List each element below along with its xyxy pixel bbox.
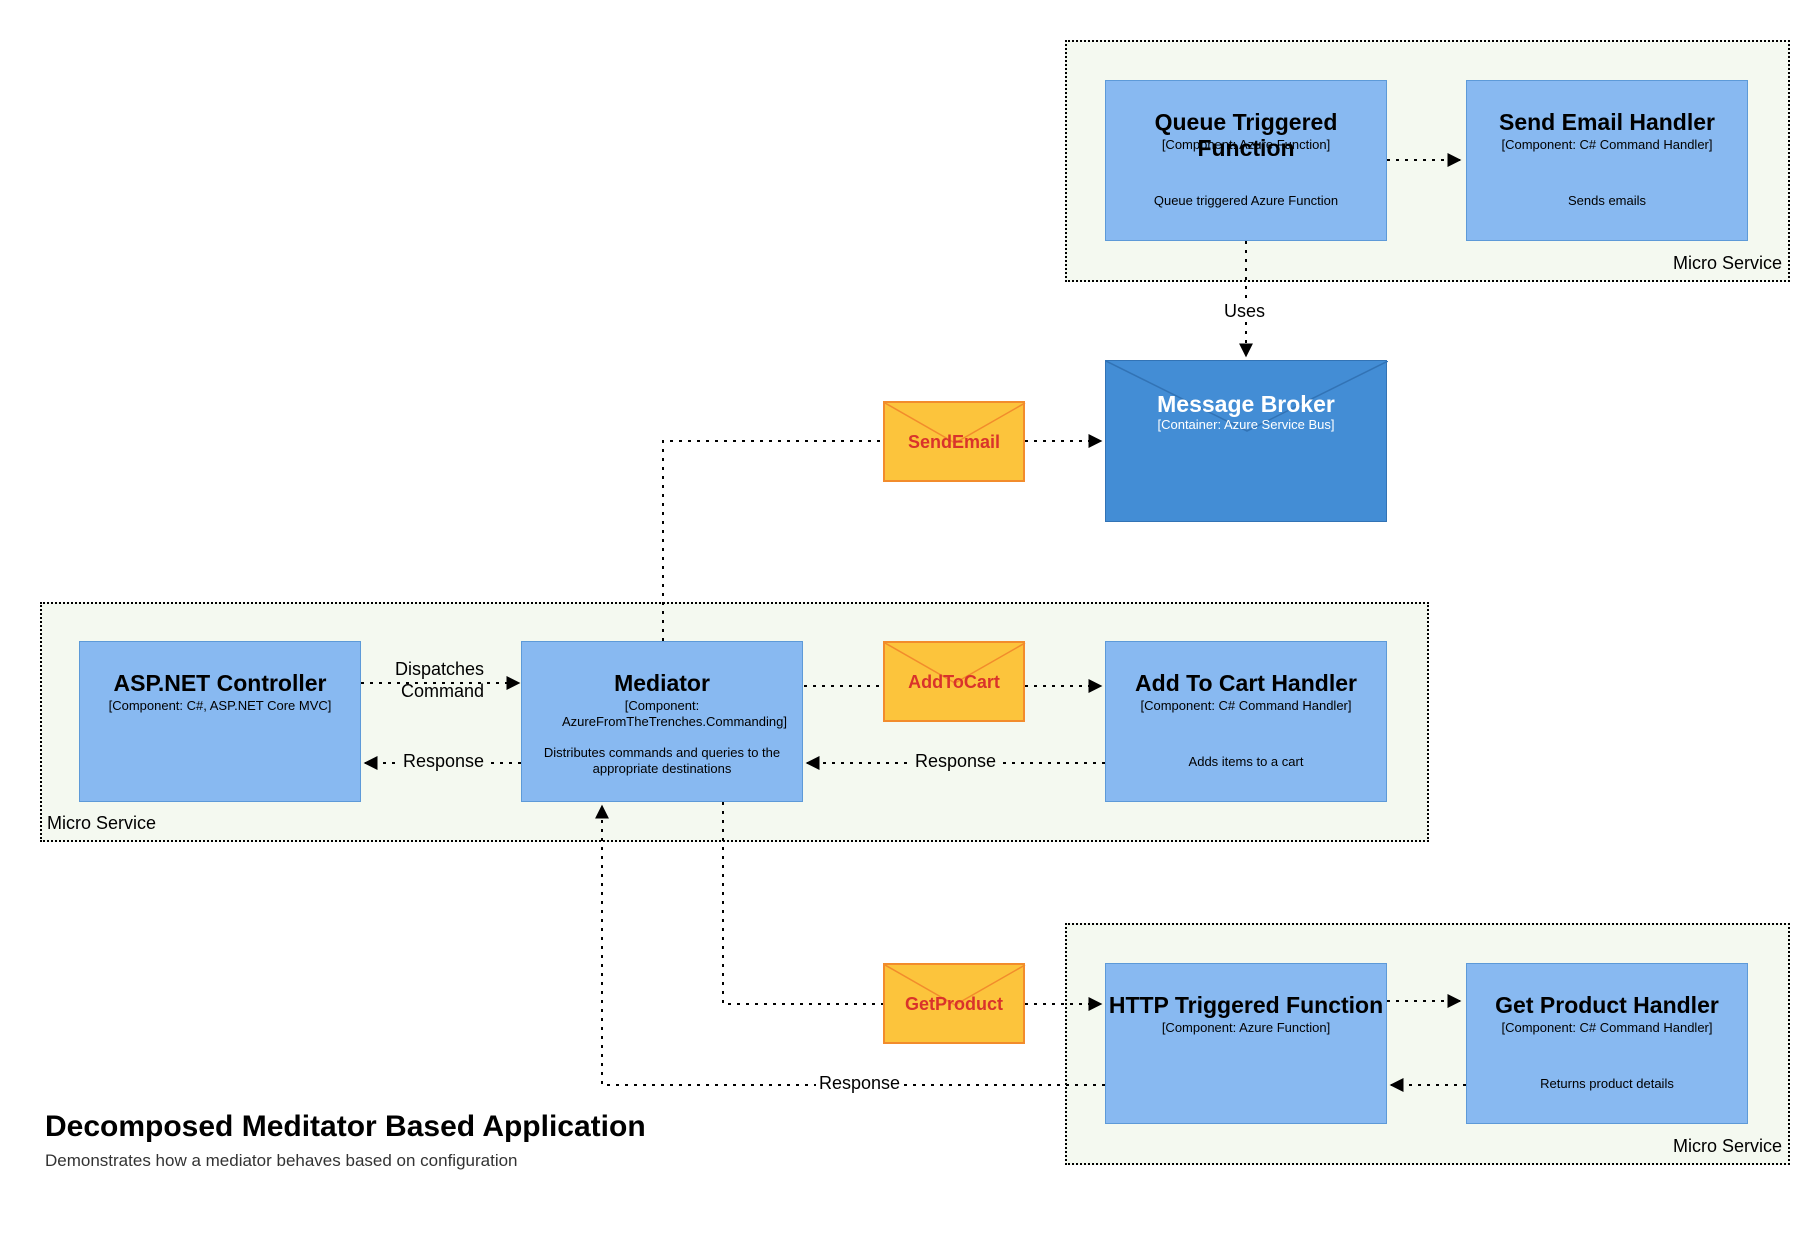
component-title: Queue Triggered Function — [1154, 109, 1338, 161]
component-tech: [Component: AzureFromTheTrenches.Command… — [562, 698, 787, 729]
component-desc: Returns product details — [1540, 1076, 1674, 1091]
message-sendemail[interactable]: SendEmail — [883, 401, 1026, 482]
message-broker[interactable]: Message Broker [Container: Azure Service… — [1105, 360, 1388, 522]
queue-triggered-function[interactable]: Queue Triggered Function [Component: Azu… — [1105, 80, 1387, 241]
component-title: Add To Cart Handler — [1135, 670, 1357, 696]
diagram-title: Decomposed Meditator Based Application — [45, 1110, 646, 1143]
boundary-label: Micro Service — [1672, 253, 1782, 273]
message-addtocart[interactable]: AddToCart — [883, 641, 1026, 722]
component-tech: [Component: C# Command Handler] — [1501, 137, 1713, 152]
edge-mediator-getproduct — [722, 802, 883, 1005]
component-desc: Adds items to a cart — [1188, 754, 1304, 769]
component-desc: Distributes commands and queries to the … — [543, 745, 781, 776]
http-triggered-function[interactable]: HTTP Triggered Function [Component: Azur… — [1105, 963, 1387, 1124]
envelope-icon — [885, 965, 1026, 1006]
component-desc: Sends emails — [1567, 193, 1647, 208]
component-desc: Queue triggered Azure Function — [1153, 193, 1339, 208]
container-title: Message Broker — [1157, 391, 1335, 417]
get-product-handler[interactable]: Get Product Handler [Component: C# Comma… — [1466, 963, 1748, 1124]
message-label: SendEmail — [907, 432, 1001, 452]
edge-label-uses: Uses — [1222, 301, 1268, 322]
boundary-label: Micro Service — [47, 813, 157, 833]
diagram-subtitle: Demonstrates how a mediator behaves base… — [45, 1151, 518, 1170]
edge-label-command: Command — [401, 681, 485, 701]
component-title: Send Email Handler — [1498, 109, 1715, 135]
edge-label-response-controller: Response — [400, 751, 488, 772]
send-email-handler[interactable]: Send Email Handler [Component: C# Comman… — [1466, 80, 1748, 241]
envelope-icon — [885, 403, 1026, 444]
component-title: Mediator — [614, 670, 710, 696]
edge-label-response-cart: Response — [912, 751, 1000, 772]
component-tech: [Component: C#, ASP.NET Core MVC] — [108, 698, 332, 713]
add-to-cart-handler[interactable]: Add To Cart Handler [Component: C# Comma… — [1105, 641, 1387, 802]
boundary-label: Micro Service — [1672, 1136, 1782, 1156]
message-getproduct[interactable]: GetProduct — [883, 963, 1026, 1044]
component-tech: [Component: Azure Function] — [1161, 137, 1331, 152]
component-tech: [Component: C# Command Handler] — [1501, 1020, 1713, 1035]
component-title: ASP.NET Controller — [113, 670, 327, 696]
aspnet-controller[interactable]: ASP.NET Controller [Component: C#, ASP.N… — [79, 641, 361, 802]
message-label: GetProduct — [904, 994, 1003, 1014]
edge-httpfn-response-mediator — [595, 804, 1105, 1086]
edge-label-dispatches: Dispatches — [395, 659, 485, 679]
component-title: HTTP Triggered Function — [1108, 992, 1384, 1018]
component-tech: [Component: C# Command Handler] — [1140, 698, 1352, 713]
mediator[interactable]: Mediator [Component: AzureFromTheTrenche… — [521, 641, 803, 802]
component-tech: [Component: Azure Function] — [1161, 1020, 1331, 1035]
container-tech: [Container: Azure Service Bus] — [1157, 417, 1335, 432]
edge-label-response-product: Response — [816, 1073, 904, 1094]
envelope-icon — [1106, 361, 1388, 432]
component-title: Get Product Handler — [1495, 992, 1719, 1018]
message-label: AddToCart — [908, 672, 1000, 692]
envelope-icon — [885, 643, 1026, 684]
edge-mediator-sendemail — [662, 440, 883, 641]
